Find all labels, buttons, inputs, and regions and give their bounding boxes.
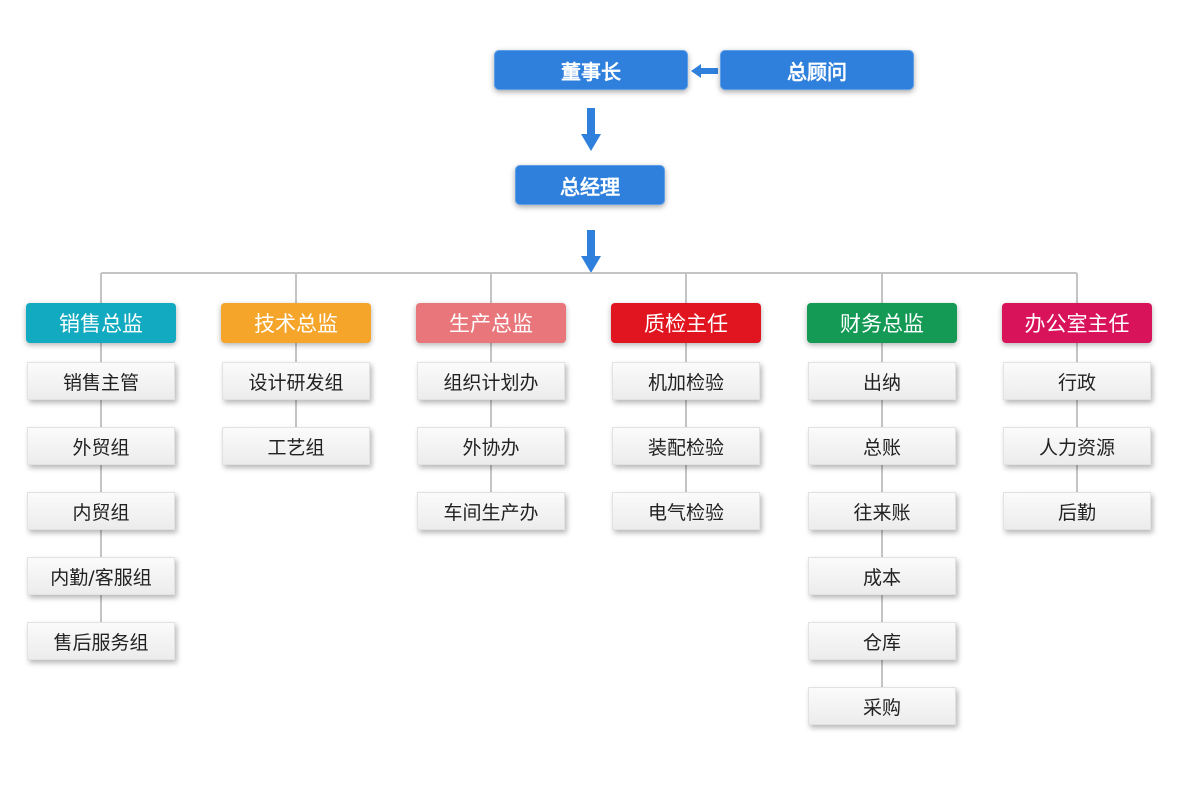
advisor-box: 总顾问 (720, 50, 914, 90)
sub-unit-label: 采购 (862, 696, 901, 719)
sub-unit-label: 内勤/客服组 (50, 566, 152, 589)
sub-unit-label: 外贸组 (72, 436, 130, 459)
sub-unit-label: 车间生产办 (443, 501, 539, 524)
sub-unit-box: 售后服务组 (27, 622, 175, 660)
department-head-box: 质检主任 (611, 303, 761, 343)
sub-unit-box: 外贸组 (27, 427, 175, 465)
sub-unit-label: 售后服务组 (53, 631, 149, 654)
sub-unit-label: 仓库 (862, 631, 901, 654)
general-manager-label: 总经理 (560, 174, 620, 199)
department-head-box: 销售总监 (26, 303, 176, 343)
sub-unit-box: 组织计划办 (417, 362, 565, 400)
sub-unit-label: 电气检验 (647, 501, 724, 524)
chairman-label: 董事长 (561, 59, 621, 84)
sub-unit-box: 设计研发组 (222, 362, 370, 400)
arrow-down-icon (581, 230, 601, 273)
sub-unit-box: 工艺组 (222, 427, 370, 465)
department-head-label: 质检主任 (644, 312, 728, 336)
sub-unit-box: 车间生产办 (417, 492, 565, 530)
general-manager-box: 总经理 (515, 165, 665, 205)
sub-unit-label: 人力资源 (1038, 436, 1115, 459)
sub-unit-box: 内勤/客服组 (27, 557, 175, 595)
sub-unit-label: 总账 (862, 436, 901, 459)
arrow-left-icon (691, 64, 718, 78)
department-head-box: 财务总监 (807, 303, 957, 343)
advisor-label: 总顾问 (787, 59, 847, 84)
sub-unit-label: 行政 (1057, 371, 1096, 394)
sub-unit-label: 内贸组 (72, 501, 130, 524)
sub-unit-label: 工艺组 (267, 436, 325, 459)
sub-unit-box: 电气检验 (612, 492, 760, 530)
sub-unit-label: 设计研发组 (248, 371, 344, 394)
sub-unit-box: 机加检验 (612, 362, 760, 400)
sub-unit-box: 后勤 (1003, 492, 1151, 530)
sub-unit-box: 往来账 (808, 492, 956, 530)
sub-unit-box: 行政 (1003, 362, 1151, 400)
sub-unit-box: 成本 (808, 557, 956, 595)
department-head-box: 生产总监 (416, 303, 566, 343)
connector-vertical (881, 273, 883, 706)
department-head-label: 技术总监 (254, 312, 338, 336)
sub-unit-box: 总账 (808, 427, 956, 465)
sub-unit-label: 出纳 (862, 371, 901, 394)
sub-unit-label: 外协办 (462, 436, 520, 459)
sub-unit-label: 销售主管 (62, 371, 139, 394)
department-head-label: 办公室主任 (1024, 312, 1130, 336)
sub-unit-label: 装配检验 (647, 436, 724, 459)
connector-vertical (295, 273, 297, 446)
chairman-box: 董事长 (494, 50, 688, 90)
sub-unit-box: 仓库 (808, 622, 956, 660)
sub-unit-label: 组织计划办 (443, 371, 539, 394)
sub-unit-box: 内贸组 (27, 492, 175, 530)
sub-unit-box: 采购 (808, 687, 956, 725)
sub-unit-label: 往来账 (853, 501, 911, 524)
sub-unit-box: 人力资源 (1003, 427, 1151, 465)
department-head-box: 办公室主任 (1002, 303, 1152, 343)
sub-unit-box: 出纳 (808, 362, 956, 400)
department-head-box: 技术总监 (221, 303, 371, 343)
arrow-down-icon (581, 108, 601, 151)
sub-unit-box: 装配检验 (612, 427, 760, 465)
department-head-label: 财务总监 (840, 312, 924, 336)
sub-unit-box: 外协办 (417, 427, 565, 465)
department-head-label: 销售总监 (59, 312, 143, 336)
sub-unit-label: 后勤 (1057, 501, 1096, 524)
sub-unit-label: 成本 (862, 566, 901, 589)
sub-unit-label: 机加检验 (647, 371, 724, 394)
sub-unit-box: 销售主管 (27, 362, 175, 400)
branch-connector-horizontal (101, 272, 1077, 274)
department-head-label: 生产总监 (449, 312, 533, 336)
